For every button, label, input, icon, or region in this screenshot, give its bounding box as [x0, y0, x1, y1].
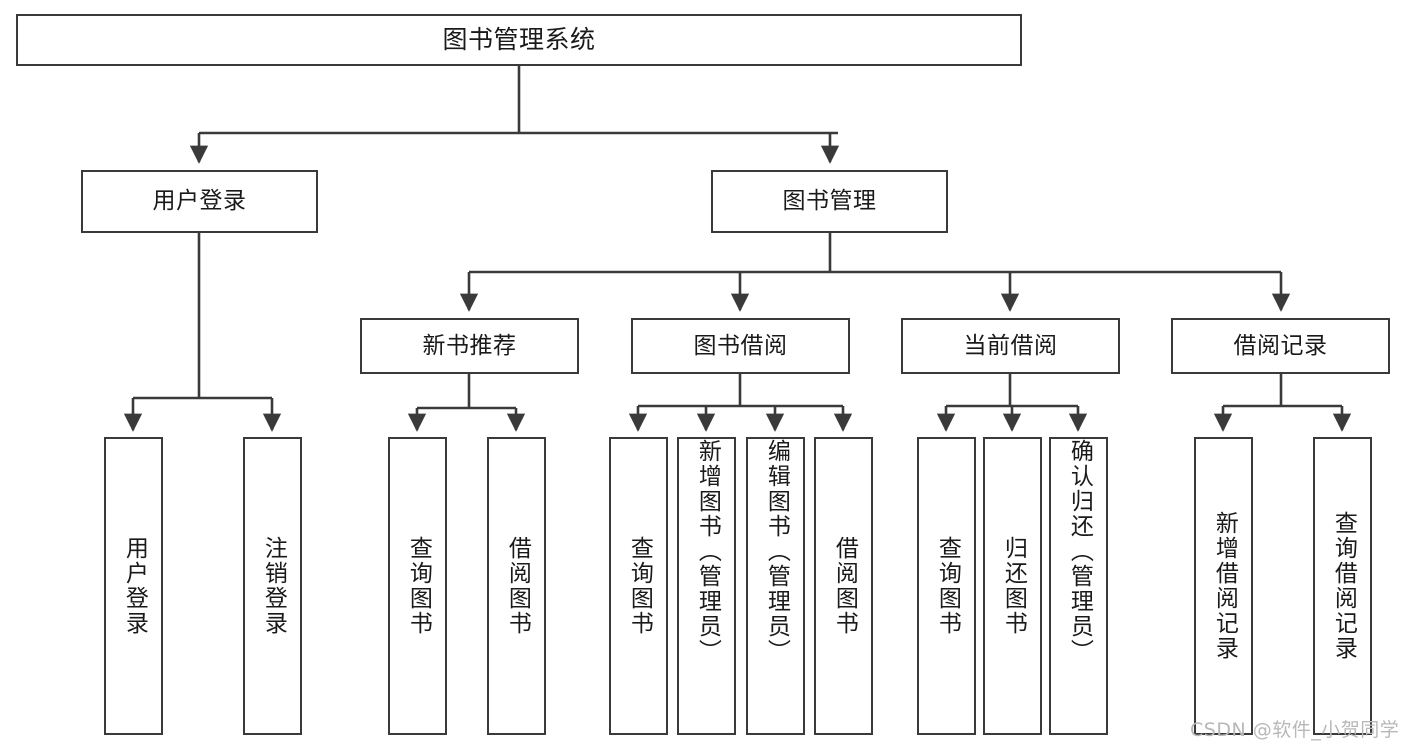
watermark-text: CSDN @软件_小贺同学	[1190, 719, 1400, 741]
node-label: 新增图书（管理员）	[694, 439, 721, 664]
leaf-book-borrow-borrow[interactable]: 借阅图书	[814, 437, 873, 735]
node-borrow-record[interactable]: 借阅记录	[1171, 318, 1390, 374]
node-root-system[interactable]: 图书管理系统	[16, 14, 1022, 66]
node-label: 查询图书	[405, 536, 432, 636]
leaf-new-book-query[interactable]: 查询图书	[388, 437, 447, 735]
leaf-user-login-logout[interactable]: 注销登录	[243, 437, 302, 735]
node-label: 用户登录	[152, 188, 247, 215]
leaf-current-borrow-return[interactable]: 归还图书	[983, 437, 1042, 735]
node-label: 图书管理系统	[442, 24, 596, 54]
leaf-book-borrow-edit[interactable]: 编辑图书（管理员）	[746, 437, 805, 735]
node-label: 查询图书	[626, 536, 653, 636]
leaf-user-login-login[interactable]: 用户登录	[104, 437, 163, 735]
node-label: 新书推荐	[422, 332, 517, 359]
leaf-current-borrow-confirm-return[interactable]: 确认归还（管理员）	[1049, 437, 1108, 735]
node-label: 注销登录	[260, 536, 287, 636]
node-label: 用户登录	[121, 536, 148, 636]
node-label: 图书管理	[782, 188, 877, 215]
node-label: 查询图书	[934, 536, 961, 636]
node-label: 编辑图书（管理员）	[763, 439, 790, 664]
leaf-book-borrow-add[interactable]: 新增图书（管理员）	[677, 437, 736, 735]
node-current-borrow[interactable]: 当前借阅	[901, 318, 1120, 374]
leaf-new-book-borrow[interactable]: 借阅图书	[487, 437, 546, 735]
node-label: 借阅记录	[1233, 332, 1328, 359]
node-book-borrow[interactable]: 图书借阅	[631, 318, 850, 374]
node-label: 确认归还（管理员）	[1066, 439, 1093, 664]
node-book-management[interactable]: 图书管理	[711, 170, 948, 233]
leaf-borrow-record-add[interactable]: 新增借阅记录	[1194, 437, 1253, 735]
node-label: 归还图书	[1000, 536, 1027, 636]
node-label: 借阅图书	[831, 536, 858, 636]
node-label: 借阅图书	[504, 536, 531, 636]
leaf-borrow-record-query[interactable]: 查询借阅记录	[1313, 437, 1372, 735]
leaf-book-borrow-query[interactable]: 查询图书	[609, 437, 668, 735]
node-new-book-recommend[interactable]: 新书推荐	[360, 318, 579, 374]
node-user-login[interactable]: 用户登录	[81, 170, 318, 233]
node-label: 图书借阅	[693, 332, 788, 359]
node-label: 新增借阅记录	[1211, 511, 1238, 661]
node-label: 查询借阅记录	[1330, 511, 1357, 661]
leaf-current-borrow-query[interactable]: 查询图书	[917, 437, 976, 735]
node-label: 当前借阅	[963, 332, 1058, 359]
